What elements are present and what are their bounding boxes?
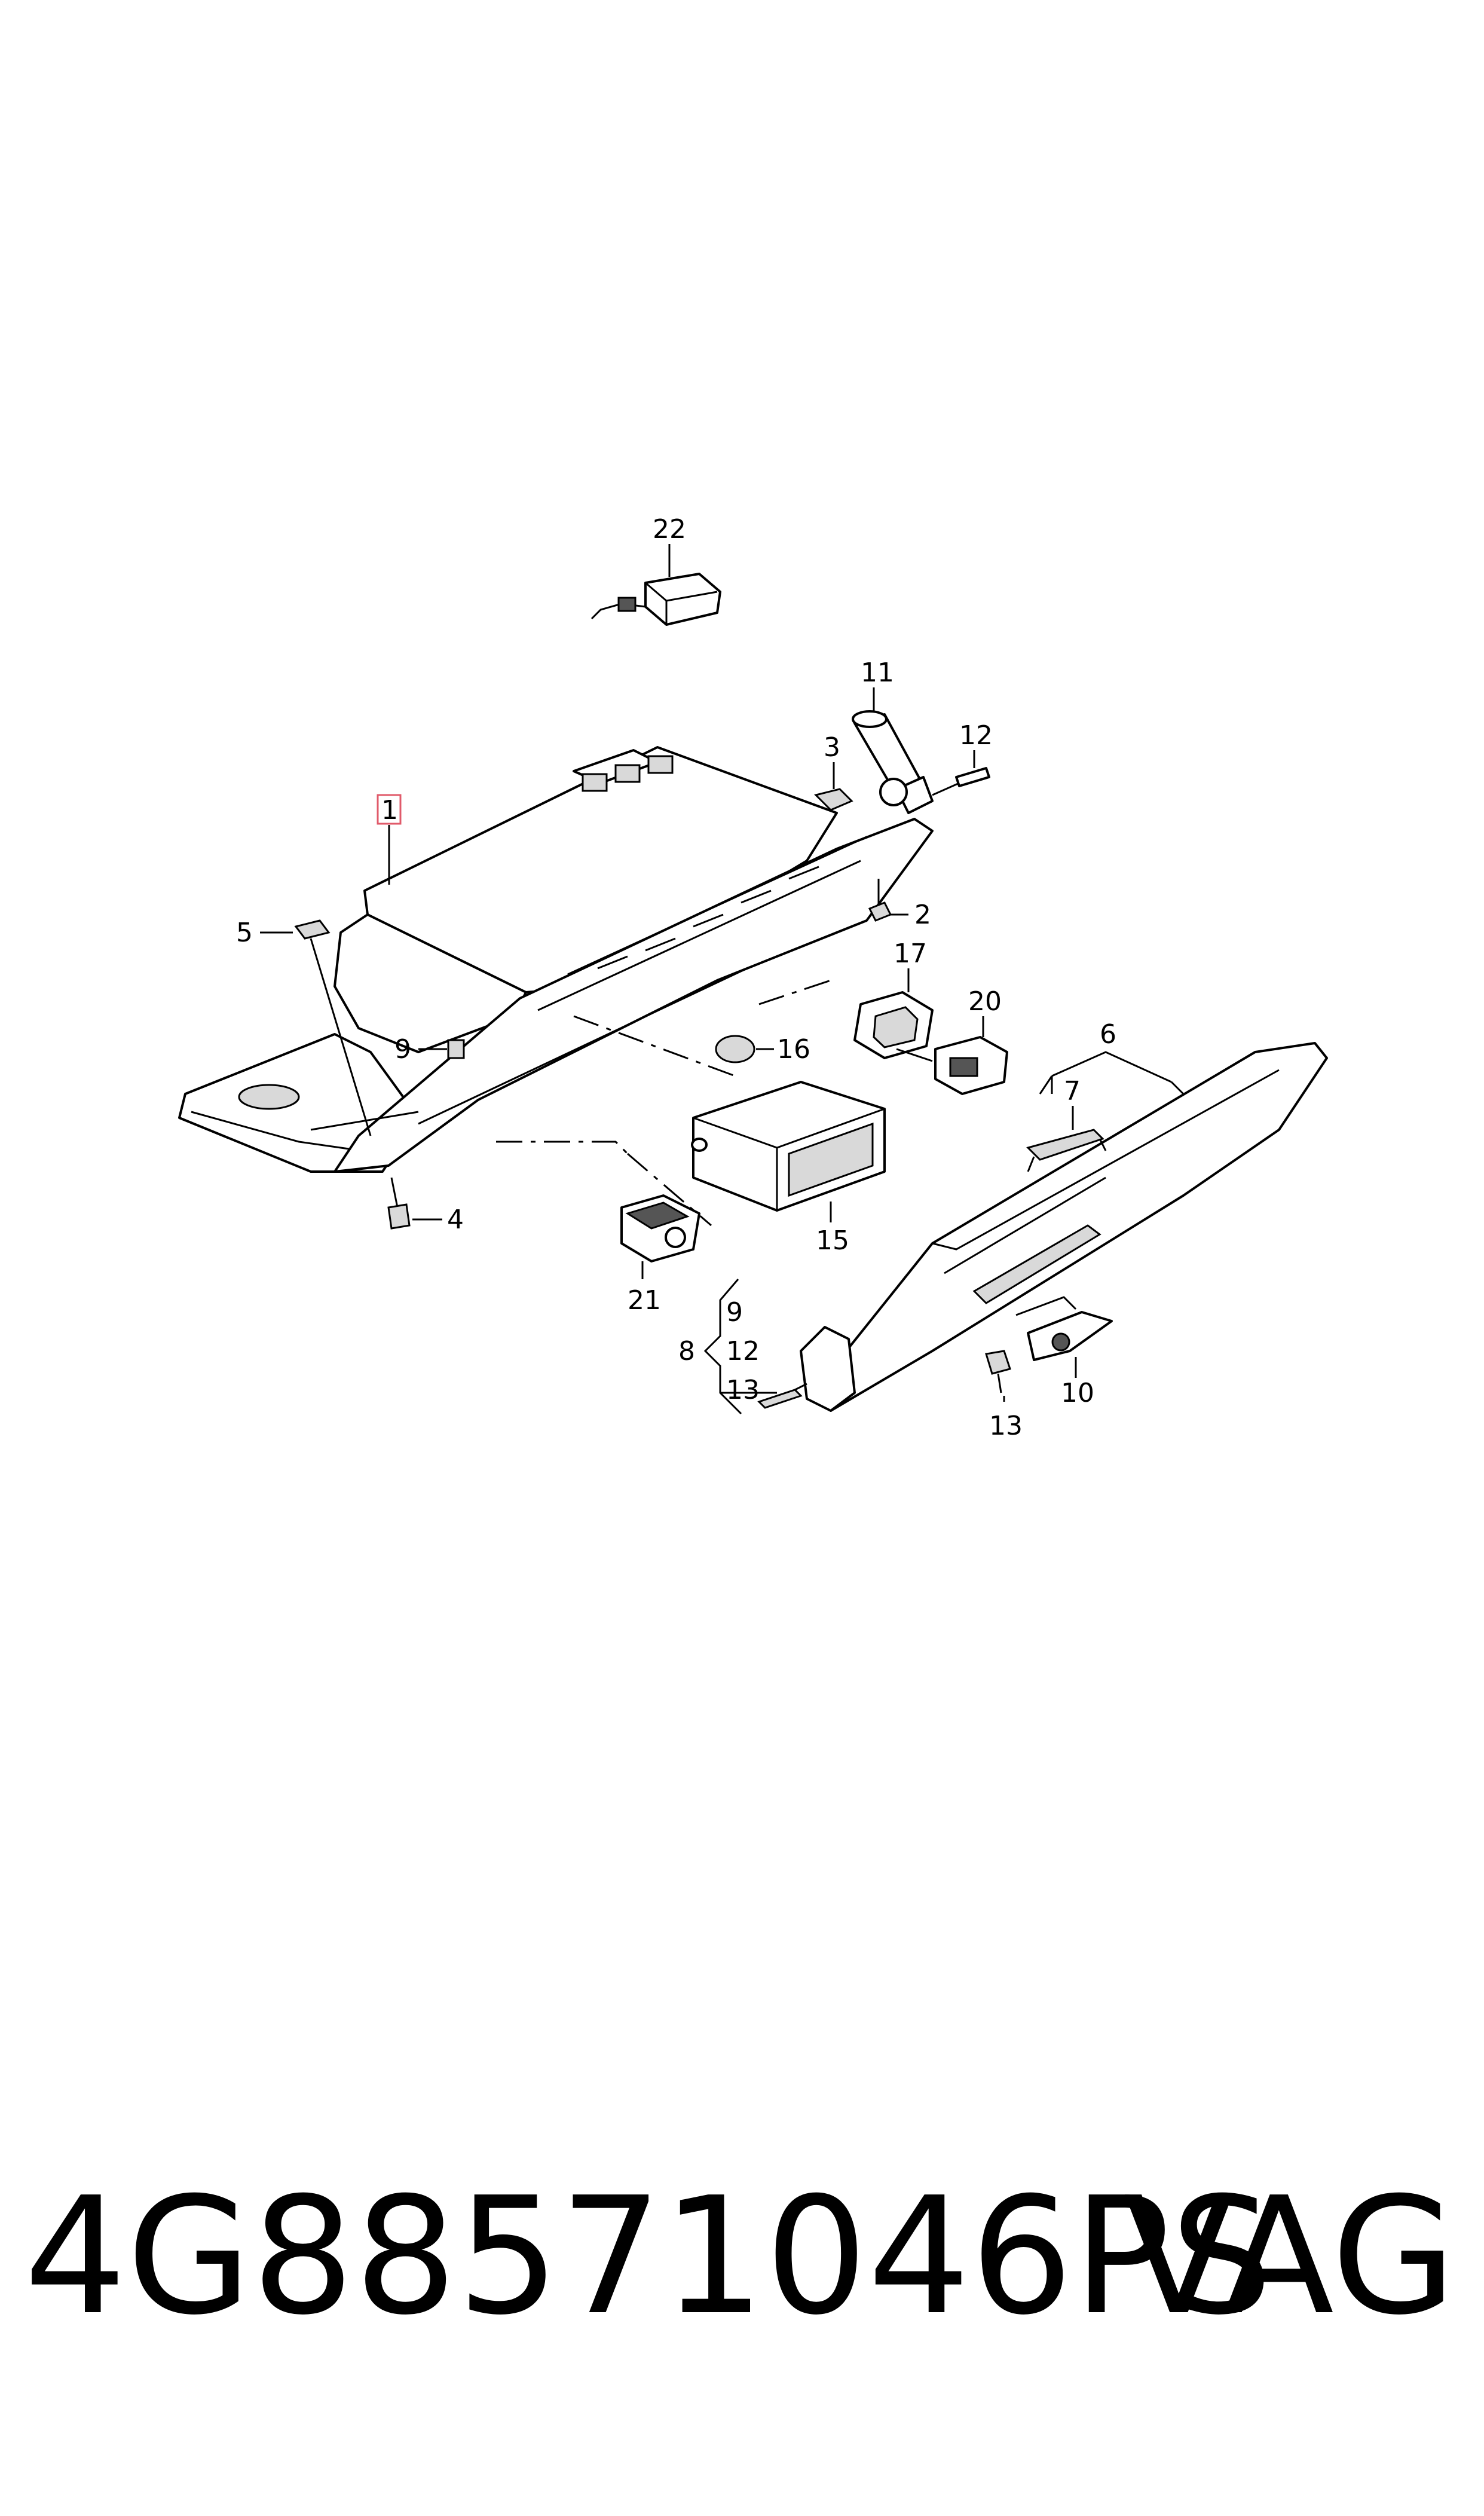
brand-name: VAG xyxy=(1124,2162,1457,2350)
callout-1: 1 xyxy=(381,795,398,826)
part-11-damper xyxy=(852,687,934,814)
part-3-clip xyxy=(814,762,853,811)
callout-3: 3 xyxy=(824,732,840,763)
part-16-plug xyxy=(715,1035,774,1063)
part-number: 4G88571046PS xyxy=(24,2162,1273,2350)
callout-7: 7 xyxy=(1064,1076,1081,1106)
callout-8-item-9: 9 xyxy=(726,1297,743,1328)
callout-11: 11 xyxy=(861,658,894,688)
part-22-module xyxy=(590,544,721,626)
callout-8-item-12: 12 xyxy=(726,1336,760,1366)
callout-9: 9 xyxy=(394,1034,411,1065)
callout-16: 16 xyxy=(777,1034,810,1065)
callout-20: 20 xyxy=(968,986,1002,1017)
part-15-tray xyxy=(691,1081,886,1222)
callout-2: 2 xyxy=(914,900,931,930)
part-6-lid xyxy=(800,1042,1328,1412)
part-20-switch xyxy=(896,1016,1008,1095)
part-21-connector xyxy=(620,1194,700,1279)
callout-8-item-13: 13 xyxy=(726,1375,760,1405)
callout-21: 21 xyxy=(628,1285,661,1316)
callout-1-highlight xyxy=(377,794,402,825)
part-9-clip xyxy=(418,1039,465,1059)
part-7-hinge xyxy=(1026,1106,1107,1172)
part-4-screw xyxy=(387,1177,442,1230)
callout-5: 5 xyxy=(236,918,253,948)
callout-13: 13 xyxy=(989,1411,1023,1441)
part-5-clip-nut xyxy=(260,919,331,940)
callout-4: 4 xyxy=(447,1204,464,1235)
part-17-bezel xyxy=(853,968,934,1059)
part-13-screw xyxy=(985,1350,1011,1402)
callout-17: 17 xyxy=(894,938,927,969)
callout-10: 10 xyxy=(1061,1378,1094,1408)
callout-12: 12 xyxy=(959,720,993,751)
part-10-handle xyxy=(1015,1296,1113,1378)
part-12-pin xyxy=(932,750,990,796)
callout-8: 8 xyxy=(678,1336,695,1366)
part-1-glovebox-housing xyxy=(178,746,934,1173)
bracket-group-8 xyxy=(703,1279,807,1415)
callout-6: 6 xyxy=(1100,1019,1116,1050)
callout-15: 15 xyxy=(816,1225,849,1256)
callout-22: 22 xyxy=(653,514,686,545)
part-2-screw xyxy=(868,879,908,922)
